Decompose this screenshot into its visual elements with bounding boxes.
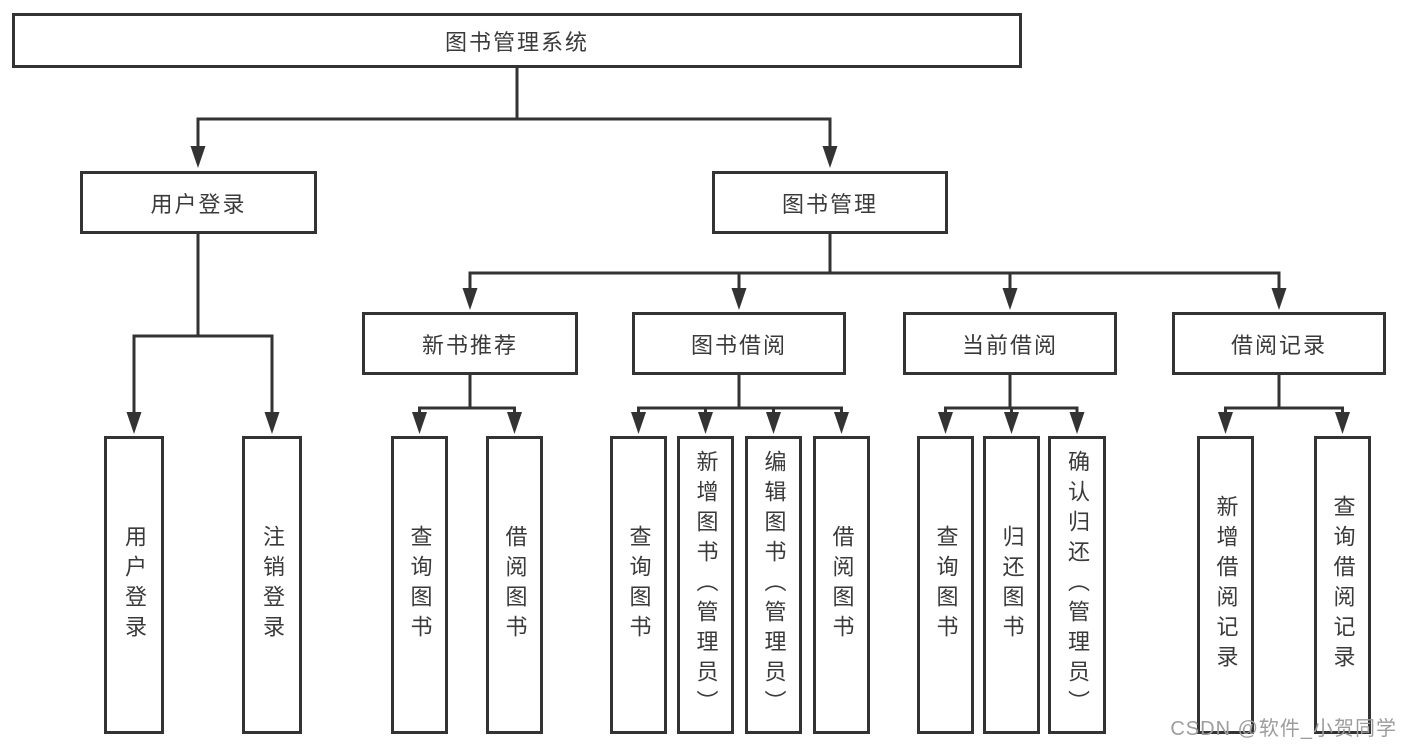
leaf-borrow-books-borrowing: 借阅图书	[813, 436, 870, 734]
node-label: 查询图书	[407, 525, 433, 645]
node-label: 图书管理系统	[444, 29, 589, 55]
connector-new-book-recommendation	[412, 375, 522, 434]
connector-root	[190, 68, 838, 168]
node-label: 图书借阅	[690, 332, 787, 358]
leaf-add-book-admin: 新增图书（管理员）	[677, 436, 734, 734]
node-label: 新书推荐	[421, 332, 518, 358]
leaf-add-borrow-record: 新增借阅记录	[1197, 436, 1254, 734]
leaf-query-books-recommend: 查询图书	[391, 436, 448, 734]
node-label: 归还图书	[999, 525, 1025, 645]
node-label: 用户登录	[122, 525, 147, 645]
node-book-borrowing: 图书借阅	[632, 312, 846, 375]
node-user-login-branch: 用户登录	[80, 171, 317, 234]
node-current-borrowing: 当前借阅	[903, 312, 1117, 375]
node-borrowing-records: 借阅记录	[1172, 312, 1386, 375]
leaf-query-borrow-record: 查询借阅记录	[1314, 436, 1371, 734]
connector-book-borrowing	[631, 375, 849, 434]
node-label: 用户登录	[150, 191, 247, 217]
node-label: 查询图书	[626, 525, 652, 645]
leaf-query-books-current: 查询图书	[917, 436, 974, 734]
leaf-edit-book-admin: 编辑图书（管理员）	[745, 436, 802, 734]
node-label: 新增图书（管理员）	[693, 450, 719, 720]
node-label: 借阅图书	[502, 525, 528, 645]
leaf-borrow-books-recommend: 借阅图书	[486, 436, 543, 734]
leaf-confirm-return-admin: 确认归还（管理员）	[1048, 436, 1106, 734]
connector-user-login	[126, 234, 280, 434]
node-label: 查询图书	[933, 525, 959, 645]
leaf-query-books-borrowing: 查询图书	[610, 436, 667, 734]
node-label: 查询借阅记录	[1330, 495, 1356, 675]
connector-borrowing-records	[1218, 375, 1350, 434]
node-label: 借阅记录	[1230, 332, 1327, 358]
connector-current-borrowing	[938, 375, 1085, 434]
node-label: 新增借阅记录	[1213, 495, 1239, 675]
node-label: 编辑图书（管理员）	[761, 450, 787, 720]
leaf-return-book: 归还图书	[983, 436, 1040, 734]
csdn-watermark: CSDN @软件_小贺同学	[1170, 718, 1397, 740]
node-label: 确认归还（管理员）	[1065, 450, 1090, 720]
node-library-management-system: 图书管理系统	[12, 13, 1022, 68]
node-book-management: 图书管理	[712, 171, 948, 234]
node-label: 借阅图书	[829, 525, 855, 645]
connector-book-management	[462, 234, 1287, 310]
node-label: 注销登录	[260, 525, 285, 645]
leaf-logout: 注销登录	[242, 436, 302, 734]
node-label: 当前借阅	[961, 332, 1058, 358]
node-new-book-recommendation: 新书推荐	[362, 312, 578, 375]
node-label: 图书管理	[781, 191, 878, 217]
leaf-user-login: 用户登录	[104, 436, 164, 734]
